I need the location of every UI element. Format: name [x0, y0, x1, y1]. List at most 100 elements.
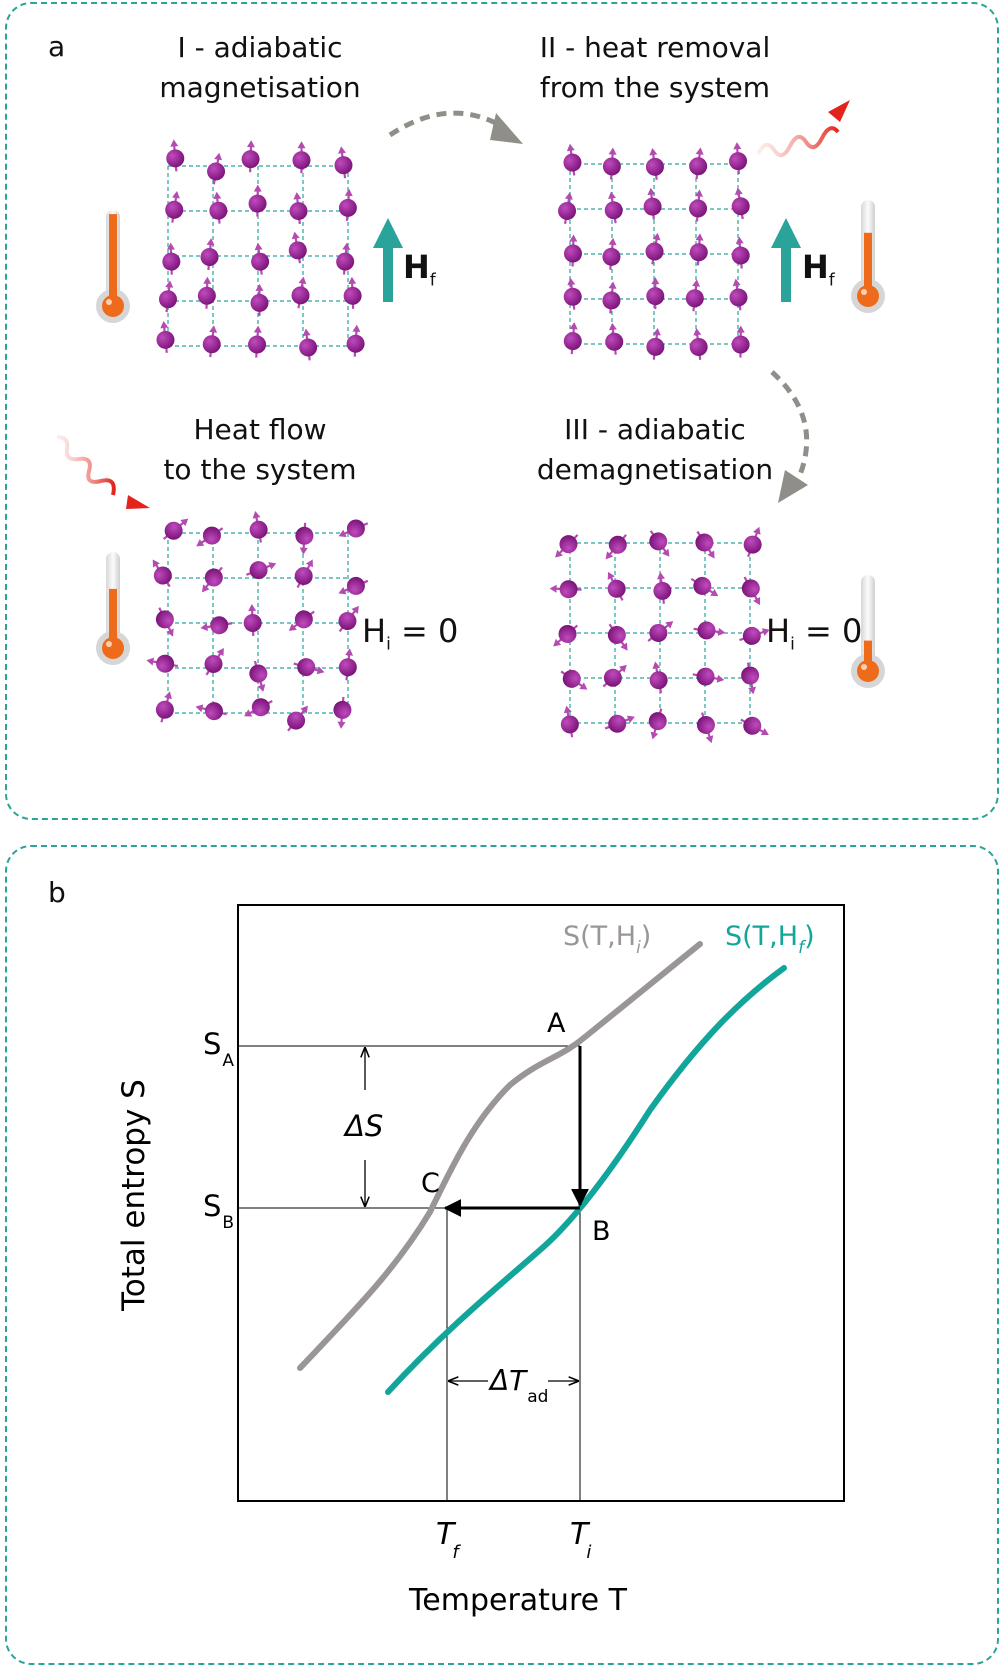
spin-atom [146, 654, 179, 673]
spin-atom [740, 716, 769, 736]
spin-atom [292, 141, 311, 174]
process-arrow-2-to-3-head [778, 470, 808, 503]
stage4-line1: Heat flow [193, 413, 327, 446]
point-c-label: C [421, 1168, 440, 1199]
process-arrow-1-to-2 [388, 110, 507, 138]
spin-atom [604, 714, 635, 733]
spin-atom [248, 325, 267, 358]
spin-atom [693, 621, 726, 640]
s-a-label: SA [203, 1027, 234, 1071]
x-axis-label: Temperature T [408, 1583, 628, 1618]
spin-atom [291, 276, 310, 309]
thermometer-stage3-icon [851, 575, 885, 688]
spin-atom [649, 530, 670, 557]
spin-atom [692, 667, 725, 686]
spin-atom [690, 576, 719, 597]
spin-atom [563, 277, 582, 310]
spin-atom [560, 705, 579, 738]
spin-atom [607, 571, 626, 601]
spin-atom [202, 325, 221, 358]
panel-a-graphics [56, 100, 885, 744]
spin-atom [645, 232, 664, 265]
panel-b [5, 845, 999, 1665]
panel-a [5, 2, 999, 820]
curve-s-hf-label: S(T,Hf) [725, 921, 815, 958]
stage1-line2: magnetisation [159, 71, 361, 104]
spin-atom [295, 522, 314, 555]
delta-t-label: ΔTad [488, 1364, 548, 1407]
spin-atom [338, 576, 369, 595]
spin-atom [563, 234, 582, 267]
spin-atom [250, 283, 269, 316]
spin-atom [602, 147, 621, 180]
spin-atom [643, 187, 662, 220]
spin-atom [338, 605, 359, 633]
thermometer-stage4-icon [96, 552, 130, 665]
spin-atom [336, 242, 355, 275]
field-label-stage2: Hf [802, 248, 835, 291]
stage2-title: II - heat removal from the system [485, 28, 825, 108]
spin-atom [165, 190, 184, 223]
spin-atom [649, 661, 668, 694]
field-label-stage3: Hi = 0 [766, 612, 863, 655]
heat-out-wave-icon [756, 100, 850, 158]
spin-atom [288, 610, 315, 631]
spin-atom [653, 571, 672, 604]
plot-frame [237, 904, 845, 1502]
spin-atom [289, 192, 308, 225]
thermometer-stage2-icon [851, 200, 885, 313]
spin-atom [249, 511, 268, 543]
spin-atom [158, 280, 177, 313]
spin-atom [646, 277, 665, 310]
spin-atom [604, 191, 623, 224]
stage1-line1: I - adiabatic [177, 31, 343, 64]
panel-a-label: a [48, 30, 66, 63]
spin-atom [197, 276, 216, 309]
spin-atom [248, 184, 267, 217]
spin-atom [166, 139, 185, 172]
point-b-label: B [592, 1216, 611, 1247]
spin-lattice-stage3 [549, 526, 770, 744]
spin-atom [162, 518, 189, 540]
spin-atom [333, 696, 352, 729]
spin-atom [739, 626, 770, 645]
spin-atom [689, 328, 708, 361]
curve-s-hi [297, 941, 703, 1371]
delta-s-label: ΔS [343, 1109, 383, 1143]
stage4-title: Heat flow to the system [90, 410, 430, 490]
curve-s-hi-label: S(T,Hi) [563, 921, 651, 958]
spin-atom [549, 580, 582, 599]
curve-s-hf [385, 965, 787, 1395]
stage3-title: III - adiabatic demagnetisation [485, 410, 825, 490]
process-arrow-2-to-3 [770, 370, 810, 484]
spin-lattice-stage4 [146, 511, 369, 732]
spin-atom [645, 148, 664, 180]
spin-atom [241, 140, 260, 173]
thermometer-stage1-icon [96, 210, 130, 323]
spin-atom [209, 191, 228, 224]
spin-atom [647, 621, 674, 642]
field-label-stage1: Hf [403, 248, 436, 291]
spin-atom [607, 623, 628, 651]
spin-atom [287, 705, 308, 732]
spin-atom [553, 624, 579, 647]
spin-atom [246, 561, 277, 580]
spin-atom [200, 238, 219, 271]
spin-atom [207, 152, 226, 185]
spin-atom [555, 534, 579, 558]
stage2-line2: from the system [539, 71, 771, 104]
spin-atom [685, 279, 704, 312]
spin-atom [695, 530, 715, 559]
y-axis-label: Total entropy S [116, 1079, 152, 1312]
spin-atom [155, 691, 174, 723]
spin-atom [689, 189, 708, 222]
field-label-stage4: Hi = 0 [362, 612, 459, 655]
spin-atom [689, 233, 708, 266]
spin-lattice-stage1 [156, 139, 365, 361]
spin-atom [741, 576, 761, 606]
spin-atom [249, 660, 268, 692]
spin-atom [201, 566, 223, 593]
spin-atom [602, 664, 627, 688]
spin-atom [152, 559, 172, 588]
